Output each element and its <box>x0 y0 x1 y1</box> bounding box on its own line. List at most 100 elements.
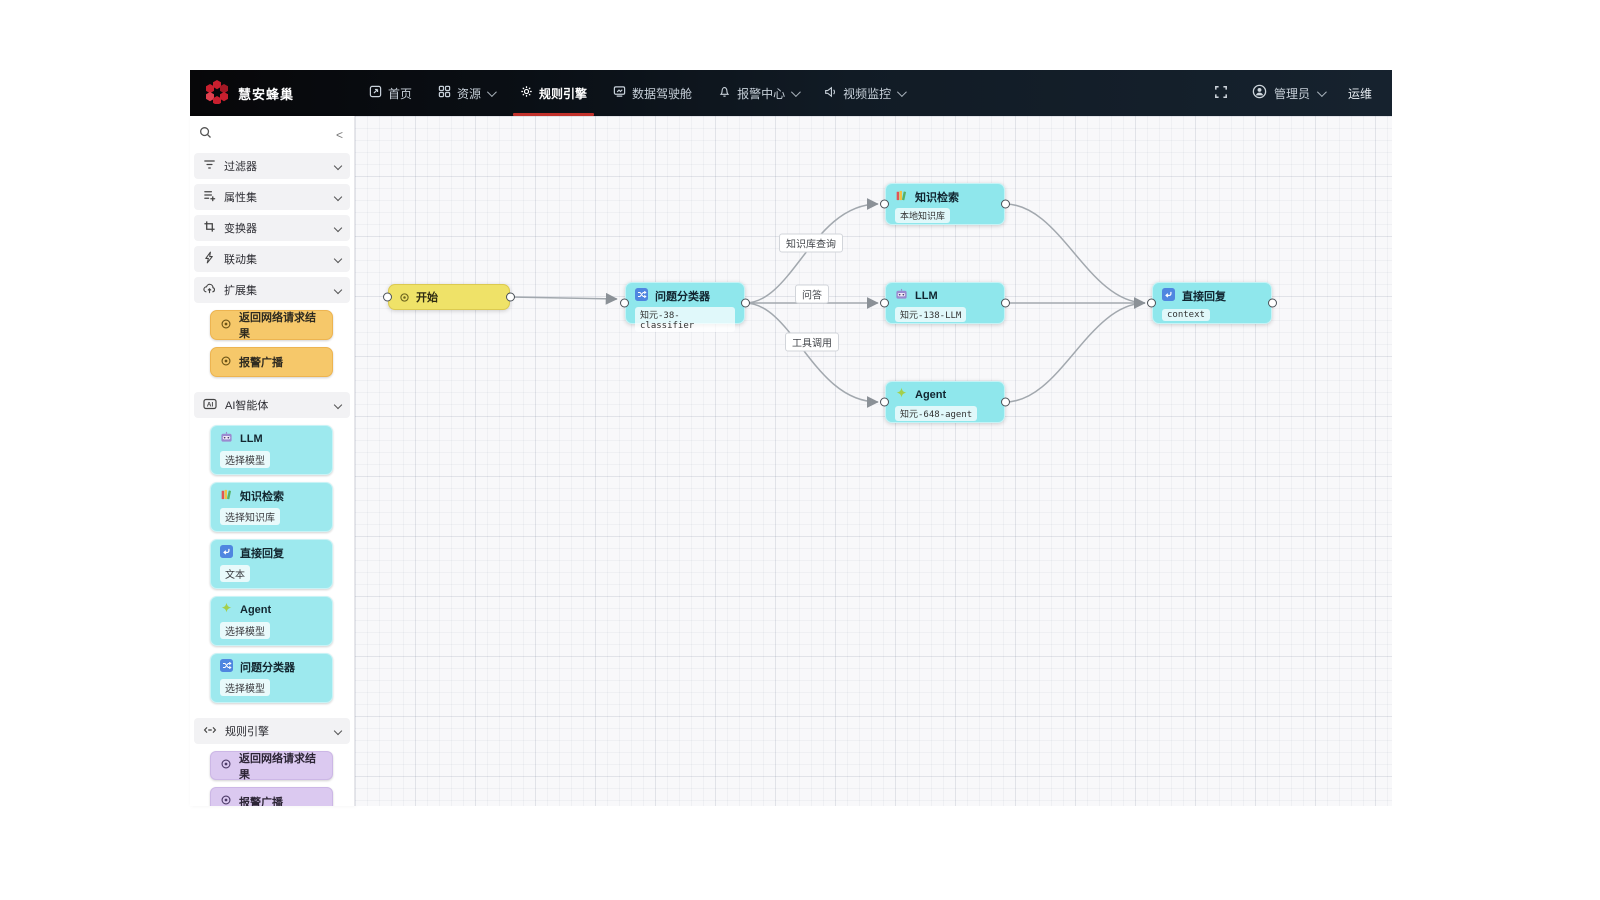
chevron-down-icon <box>333 161 343 171</box>
palette-item-title: Agent <box>240 604 272 616</box>
edge-label-tool-call: 工具调用 <box>785 332 839 352</box>
port-right[interactable] <box>506 292 515 302</box>
nav-item-resources[interactable]: 资源 <box>425 70 507 116</box>
node-agent[interactable]: Agent 知元-648-agent <box>880 381 1010 423</box>
node-question-classifier[interactable]: 问题分类器 知元-38-classifier <box>620 282 750 332</box>
sparkle-icon <box>220 602 233 618</box>
palette-item-label: 报警广播 <box>239 796 283 807</box>
sparkle-icon <box>895 387 908 403</box>
flow-edges <box>509 198 1146 408</box>
chevron-down-icon <box>333 285 343 295</box>
chevron-down-icon <box>897 86 907 97</box>
sidebar-collapse-button[interactable]: < <box>335 128 343 142</box>
palette-item-subtitle: 选择知识库 <box>220 508 280 525</box>
robot-icon <box>895 288 908 304</box>
palette-item-agent[interactable]: Agent 选择模型 <box>210 596 333 646</box>
nav-menu: 首页 资源 规则引擎 数据驾驶舱 报警中心 视频监控 <box>356 70 917 116</box>
palette-item-knowledge-retrieval[interactable]: 知识检索 选择知识库 <box>210 482 333 532</box>
palette-item-label: 返回网络请求结果 <box>239 752 316 781</box>
megaphone-icon <box>824 85 837 101</box>
edge-label-knowledge-query: 知识库查询 <box>779 233 843 253</box>
filter-icon <box>203 158 216 174</box>
palette-item-label: 报警广播 <box>239 357 283 369</box>
nav-item-home[interactable]: 首页 <box>356 70 425 116</box>
nav-label: 资源 <box>457 86 482 101</box>
section-rule-engine[interactable]: 规则引擎 <box>194 718 350 744</box>
node-subtitle: 知元-38-classifier <box>635 307 735 332</box>
palette-item-subtitle: 选择模型 <box>220 451 270 468</box>
port-right[interactable] <box>1001 397 1010 407</box>
section-transformers[interactable]: 变换器 <box>194 215 350 241</box>
section-label: 联动集 <box>224 254 257 266</box>
user-menu[interactable]: 管理员 <box>1252 84 1327 102</box>
node-title: 知识检索 <box>915 192 959 204</box>
node-subtitle: 本地知识库 <box>895 208 951 223</box>
nav-label: 视频监控 <box>843 86 892 101</box>
nav-item-alarm-center[interactable]: 报警中心 <box>705 70 811 116</box>
port-left[interactable] <box>880 199 889 209</box>
flow-canvas[interactable]: 开始 问题分类器 知元-38-classifier 知识检索 <box>355 116 1392 806</box>
section-label: 规则引擎 <box>225 726 269 738</box>
robot-icon <box>220 431 233 447</box>
section-filters[interactable]: 过滤器 <box>194 153 350 179</box>
ai-icon: AI <box>203 397 217 414</box>
palette-item-network-result-rule[interactable]: 返回网络请求结果 <box>210 751 333 781</box>
node-title: 开始 <box>416 292 438 304</box>
nav-item-data-cockpit[interactable]: 数据驾驶舱 <box>600 70 705 116</box>
port-left[interactable] <box>620 298 629 308</box>
target-icon <box>220 318 232 333</box>
port-right[interactable] <box>1001 298 1010 308</box>
palette-item-direct-reply[interactable]: 直接回复 文本 <box>210 539 333 589</box>
user-avatar-icon <box>1252 84 1267 102</box>
port-left[interactable] <box>1147 298 1156 308</box>
port-left[interactable] <box>880 397 889 407</box>
node-subtitle: context <box>1162 309 1210 321</box>
palette-item-question-classifier[interactable]: 问题分类器 选择模型 <box>210 653 333 703</box>
palette-item-subtitle: 选择模型 <box>220 679 270 696</box>
reply-icon <box>220 545 233 561</box>
palette-item-title: LLM <box>240 433 263 445</box>
target-icon <box>220 355 232 370</box>
section-attributes[interactable]: 属性集 <box>194 184 350 210</box>
nav-item-rule-engine[interactable]: 规则引擎 <box>507 70 600 116</box>
section-ai-agents[interactable]: AI AI智能体 <box>194 392 350 418</box>
user-label: 管理员 <box>1273 86 1310 101</box>
port-left[interactable] <box>880 298 889 308</box>
node-start[interactable]: 开始 <box>383 284 515 310</box>
chevron-down-icon <box>1316 86 1327 97</box>
gear-icon <box>520 85 533 101</box>
reply-icon <box>1162 288 1175 304</box>
node-subtitle: 知元-648-agent <box>895 406 978 421</box>
ops-link[interactable]: 运维 <box>1347 86 1372 101</box>
palette-item-title: 问题分类器 <box>240 662 295 674</box>
search-input[interactable] <box>218 128 328 142</box>
port-left[interactable] <box>383 292 392 302</box>
nav-item-video-monitor[interactable]: 视频监控 <box>811 70 917 116</box>
chevron-down-icon <box>333 254 343 264</box>
port-right[interactable] <box>1268 298 1277 308</box>
target-icon <box>399 292 410 303</box>
node-title: 直接回复 <box>1182 291 1226 303</box>
section-linkage[interactable]: 联动集 <box>194 246 350 272</box>
fullscreen-icon[interactable] <box>1214 85 1228 102</box>
section-label: 属性集 <box>224 192 257 204</box>
node-direct-reply[interactable]: 直接回复 context <box>1147 282 1277 324</box>
palette-item-network-result[interactable]: 返回网络请求结果 <box>210 310 333 340</box>
node-llm[interactable]: LLM 知元-138-LLM <box>880 282 1010 324</box>
node-knowledge-retrieval[interactable]: 知识检索 本地知识库 <box>880 183 1010 225</box>
section-extensions[interactable]: 扩展集 <box>194 277 350 303</box>
port-right[interactable] <box>741 298 750 308</box>
port-right[interactable] <box>1001 199 1010 209</box>
edge-label-qa: 问答 <box>795 284 829 304</box>
palette-item-subtitle: 文本 <box>220 565 250 582</box>
crop-icon <box>203 220 216 236</box>
target-icon <box>220 758 232 773</box>
palette-item-alarm-broadcast[interactable]: 报警广播 <box>210 347 333 377</box>
target-icon <box>220 794 232 806</box>
launch-icon <box>369 85 382 101</box>
palette-item-llm[interactable]: LLM 选择模型 <box>210 425 333 475</box>
app-logo[interactable]: 慧安蜂巢 <box>190 78 356 109</box>
section-label: 过滤器 <box>224 161 257 173</box>
svg-text:AI: AI <box>207 401 214 408</box>
palette-item-alarm-broadcast-rule[interactable]: 报警广播 <box>210 787 333 806</box>
